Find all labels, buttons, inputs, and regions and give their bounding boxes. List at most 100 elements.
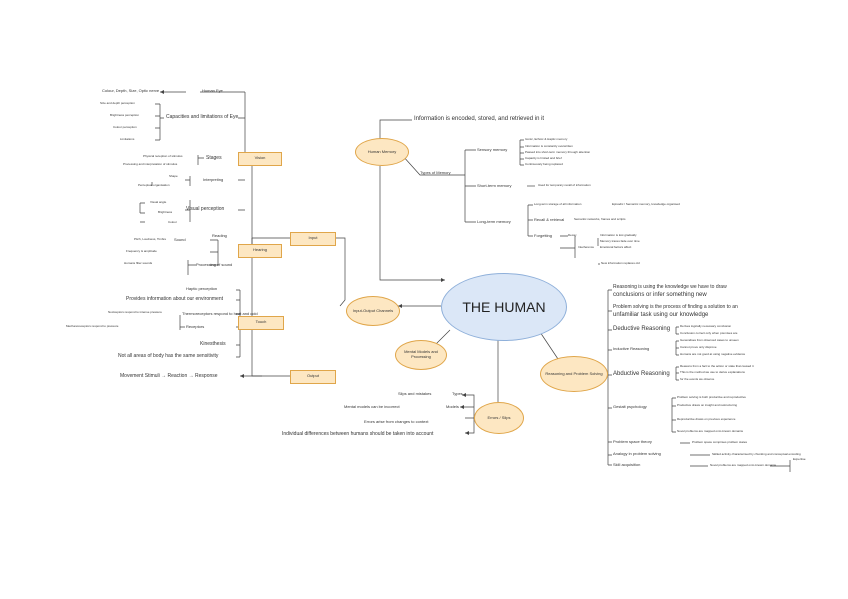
hearing-box[interactable]: Hearing bbox=[238, 244, 282, 258]
vision-stages: Stages bbox=[206, 155, 222, 161]
long-term-item: Episodic / Semantic memory, knowledge or… bbox=[612, 202, 680, 206]
abductive-item: Reasons from a fact to the action or sta… bbox=[680, 364, 754, 368]
kinesthesis: Kinesthesis bbox=[200, 341, 226, 347]
inductive-reasoning: Inductive Reasoning bbox=[613, 346, 650, 351]
errors-causes-item: Errors arise from changes to context bbox=[364, 419, 429, 424]
eye-parts: Colour, Depth, Size, Optic nerve bbox=[102, 88, 160, 93]
gestalt-item: Problem solving is both productive and r… bbox=[677, 395, 746, 399]
sensory-item: Passed into short-term memory through at… bbox=[525, 150, 591, 154]
perception-item: Brightness bbox=[158, 210, 173, 214]
sensory-item: Iconic, Echoic & Haptic memory bbox=[525, 137, 568, 141]
input-box[interactable]: Input bbox=[290, 232, 336, 246]
deductive-item: Conclusion correct only when premises ar… bbox=[680, 331, 738, 335]
skill-detail: Novel problems are mapped onto known dom… bbox=[710, 463, 777, 467]
capacity-item: Limitations bbox=[120, 137, 135, 141]
errors-models: Models bbox=[446, 404, 459, 409]
vision-box[interactable]: Vision bbox=[238, 152, 282, 166]
errors-types-item: Slips and mistakes bbox=[398, 391, 432, 396]
interpret-item: Shape bbox=[169, 174, 178, 178]
sensory-item: Information is constantly overwritten bbox=[525, 144, 573, 148]
sound-item: Pitch, Loudness, Timbre bbox=[134, 237, 167, 241]
haptic-perception: Haptic perception bbox=[186, 286, 218, 291]
receptor-item: Mechanoreceptors respond to pressure bbox=[66, 324, 119, 328]
reasoning-intro: conclusions or infer something new bbox=[613, 292, 707, 298]
output-box[interactable]: Output bbox=[290, 370, 336, 384]
errors-types: Types bbox=[452, 391, 463, 396]
memory-types: Types of Memory bbox=[420, 170, 451, 175]
reasoning-node[interactable]: Reasoning and Problem Solving bbox=[540, 356, 608, 392]
abductive-reasoning: Abductive Reasoning bbox=[613, 371, 670, 377]
analogy-item: Novel problems are mapped onto known dom… bbox=[677, 429, 744, 433]
analogy-detail: Skilled activity characterised by chunki… bbox=[712, 452, 801, 456]
errors-node[interactable]: Errors / Slips bbox=[474, 402, 524, 434]
abductive-item: for the events we observe bbox=[680, 377, 715, 381]
sound-filter: Humans filter sounds bbox=[124, 261, 153, 265]
perception-item: Visual angle bbox=[150, 200, 167, 204]
output-movement: Movement Stimuli → Reaction → Response bbox=[120, 373, 218, 379]
interference-label: Interference bbox=[578, 245, 595, 249]
forgetting-label: Forgetting bbox=[534, 233, 553, 238]
capacity-item: Colour perception bbox=[113, 125, 137, 129]
processing-of-sound: Processing of sound bbox=[196, 262, 233, 267]
receptor-item: Nociceptors respond to intense pressure bbox=[108, 310, 162, 314]
link-reasoning bbox=[539, 331, 561, 363]
decay-item: Memory traces fade over time bbox=[600, 239, 640, 243]
inductive-item: Cannot prove only disprove bbox=[680, 345, 717, 349]
sound-item: Frequency & amplitude bbox=[126, 249, 157, 253]
problem-space-item: Problem space comprises problem states bbox=[692, 440, 748, 444]
reasoning-intro: Reasoning is using the knowledge we have… bbox=[613, 284, 727, 290]
gestalt-psychology: Gestalt psychology bbox=[613, 404, 647, 409]
short-term-item: Used for temporary recall of information bbox=[538, 183, 591, 187]
gestalt-item: Reproductive draws on previous experienc… bbox=[677, 417, 736, 421]
touch-stimuli: Provides information about our environme… bbox=[126, 296, 223, 302]
sensory-memory: Sensory memory bbox=[477, 147, 508, 152]
stage-item: Processing and interpretation of stimulu… bbox=[123, 162, 178, 166]
link-memory bbox=[379, 166, 445, 281]
individual-differences: Individual differences between humans sh… bbox=[282, 431, 434, 437]
sensory-item: Continuously being replaced bbox=[525, 162, 563, 166]
deductive-item: Derives logically necessary conclusion bbox=[680, 324, 732, 328]
interference-item: New information replaces old bbox=[601, 261, 640, 265]
link-memory-types bbox=[401, 154, 465, 176]
body-sensitivity: Not all areas of body has the same sensi… bbox=[118, 353, 219, 359]
decay-item: Information is lost gradually bbox=[600, 233, 637, 237]
capacity-item: Brightness perception bbox=[110, 113, 140, 117]
deductive-reasoning: Deductive Reasoning bbox=[613, 326, 671, 332]
touch-box[interactable]: Touch bbox=[238, 316, 284, 330]
vision-interpreting: Interpreting bbox=[203, 177, 224, 182]
mental-models-node[interactable]: Mental Models and Processing bbox=[395, 340, 447, 370]
decay-label: Decay bbox=[568, 233, 577, 237]
skill-acquisition: Skill acquisition bbox=[613, 462, 641, 467]
errors-models-item: Mental models can be incorrect bbox=[344, 404, 400, 409]
inductive-item: Generalises from observed cases to unsee… bbox=[680, 338, 739, 342]
recall-item: Semantic networks, frames and scripts bbox=[574, 217, 626, 221]
touch-receptor-types: Thermoreceptors respond to heat and cold bbox=[182, 311, 258, 316]
input-output-node[interactable]: Input-Output Channels bbox=[346, 296, 400, 326]
expertise-label: Expertise bbox=[793, 457, 806, 461]
perception-item: Colour bbox=[168, 220, 177, 224]
decay-item: Emotional factors affect bbox=[600, 245, 632, 249]
interpret-item: Perceptual organisation bbox=[138, 183, 170, 187]
problem-solving-intro: unfamiliar task using our knowledge bbox=[613, 312, 709, 318]
human-eye: Human Eye bbox=[202, 88, 223, 93]
central-topic[interactable]: THE HUMAN bbox=[441, 273, 567, 341]
long-term-memory: Long-term memory bbox=[477, 219, 511, 224]
gestalt-item: Productive draws on insight and restruct… bbox=[677, 403, 738, 407]
visual-perception: Visual perception bbox=[186, 206, 225, 212]
problem-solving-intro: Problem solving is the process of findin… bbox=[613, 304, 738, 310]
stage-item: Physical reception of stimulus bbox=[143, 154, 183, 158]
recall-label: Recall & retrieval bbox=[534, 217, 565, 222]
long-term-item: Long-term storage of all information bbox=[534, 202, 582, 206]
human-memory-node[interactable]: Human Memory bbox=[355, 138, 409, 166]
eye-capacities: Capacities and limitations of Eye bbox=[166, 114, 239, 120]
reading-label: Reading bbox=[212, 233, 227, 238]
abductive-item: This is the method we use to derive expl… bbox=[680, 370, 745, 374]
touch-receptors: Receptors bbox=[186, 324, 205, 329]
problem-space-theory: Problem space theory bbox=[613, 439, 652, 444]
inductive-item: Humans are not good at using negative ev… bbox=[680, 352, 746, 356]
short-term-memory: Short-term memory bbox=[477, 183, 512, 188]
analogy-problem-solving: Analogy in problem solving bbox=[613, 451, 661, 456]
capacity-item: Size and depth perception bbox=[100, 101, 135, 105]
memory-intro: Information is encoded, stored, and retr… bbox=[414, 116, 545, 122]
